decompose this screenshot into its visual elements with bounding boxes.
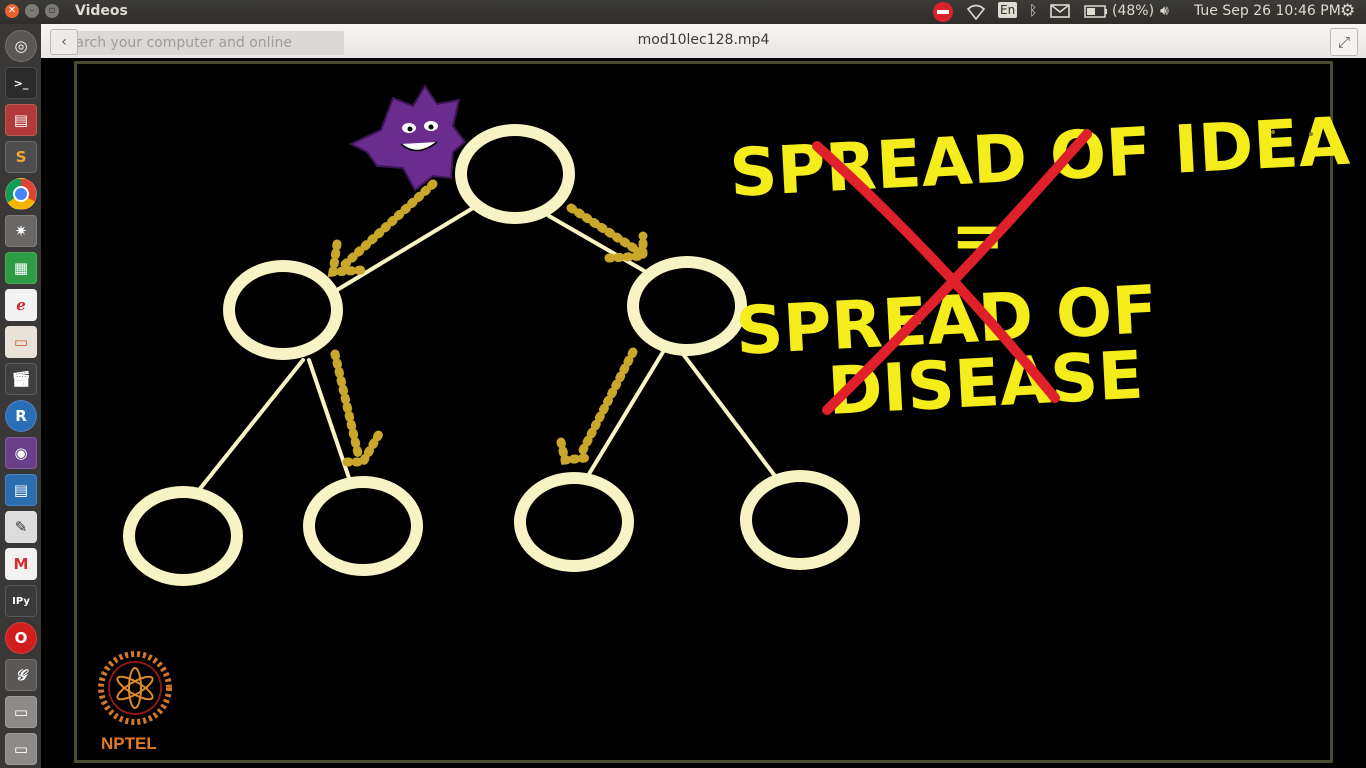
clock[interactable]: Tue Sep 26 10:46 PM bbox=[1194, 3, 1341, 19]
bluetooth-icon[interactable]: ᛒ bbox=[1029, 3, 1038, 19]
dash-home-icon[interactable]: ◎ bbox=[5, 30, 37, 62]
archive-icon[interactable]: ▤ bbox=[5, 104, 37, 136]
chevron-left-icon: ‹ bbox=[61, 34, 67, 50]
document-icon[interactable]: ▤ bbox=[5, 474, 37, 506]
system-settings-gear-icon[interactable]: ⚙ bbox=[1340, 1, 1356, 21]
video-header-bar: Search your computer and online sources … bbox=[41, 24, 1366, 75]
presentation-icon[interactable]: ▭ bbox=[5, 326, 37, 358]
spread-arrows bbox=[327, 179, 648, 467]
drive-icon[interactable]: ▭ bbox=[5, 696, 37, 728]
video-player[interactable]: SPREAD OF IDEA = SPREAD OF DISEASE NPTEL bbox=[41, 58, 1366, 768]
back-button[interactable]: ‹ bbox=[50, 29, 78, 55]
tree-node-left bbox=[223, 260, 343, 360]
terminal-icon[interactable]: >_ bbox=[5, 67, 37, 99]
spreadsheet-icon[interactable]: ▦ bbox=[5, 252, 37, 284]
tree-node-leaf-1 bbox=[123, 486, 243, 586]
tree-nodes bbox=[123, 124, 860, 586]
tree-node-root bbox=[455, 124, 575, 224]
close-window-button[interactable]: ✕ bbox=[5, 4, 19, 18]
opera-icon[interactable]: O bbox=[5, 622, 37, 654]
sublime-text-icon[interactable]: S bbox=[5, 141, 37, 173]
tree-node-right bbox=[627, 256, 747, 356]
lecture-slide: SPREAD OF IDEA = SPREAD OF DISEASE NPTEL bbox=[98, 84, 1352, 753]
gmail-icon[interactable]: M bbox=[5, 548, 37, 580]
nptel-logo-text: NPTEL bbox=[101, 734, 157, 753]
do-not-disturb-icon[interactable] bbox=[933, 2, 953, 22]
search-input[interactable]: Search your computer and online sources bbox=[54, 31, 344, 75]
slide-line-1: SPREAD OF IDEA bbox=[728, 103, 1352, 212]
video-title: mod10lec128.mp4 bbox=[637, 32, 770, 48]
keyboard-layout-label: En bbox=[1000, 3, 1016, 17]
top-panel: ✕ – ▫ Videos En ᛒ (48%) 🔊︎ Tue Sep 26 10… bbox=[0, 0, 1366, 24]
virus-illustration bbox=[348, 84, 467, 192]
keyboard-layout-indicator[interactable]: En bbox=[998, 2, 1018, 18]
red-cross-mark bbox=[812, 129, 1092, 415]
nptel-logo: NPTEL bbox=[98, 651, 172, 753]
fullscreen-button[interactable]: ⤢ bbox=[1330, 28, 1358, 56]
video-editor-icon[interactable]: 🎬︎ bbox=[5, 363, 37, 395]
video-frame bbox=[74, 61, 1333, 763]
chrome-icon[interactable] bbox=[5, 178, 37, 210]
volume-icon[interactable]: 🔊︎ bbox=[1160, 3, 1169, 19]
ipython-icon[interactable]: IPy bbox=[5, 585, 37, 617]
tree-node-leaf-3 bbox=[514, 472, 634, 572]
text-editor-icon[interactable]: ✎ bbox=[5, 511, 37, 543]
mail-icon[interactable] bbox=[1050, 4, 1070, 22]
battery-icon[interactable] bbox=[1084, 5, 1108, 22]
document-viewer-icon[interactable]: ℯ bbox=[5, 289, 37, 321]
gimp-icon[interactable]: 𝒢 bbox=[5, 659, 37, 691]
slide-line-3: DISEASE bbox=[826, 337, 1145, 430]
system-settings-icon[interactable]: ✷ bbox=[5, 215, 37, 247]
maximize-window-button[interactable]: ▫ bbox=[45, 4, 59, 18]
wifi-icon[interactable] bbox=[966, 3, 986, 25]
screen-recorder-icon[interactable]: ◉ bbox=[5, 437, 37, 469]
fullscreen-icon: ⤢ bbox=[1337, 33, 1350, 51]
battery-percentage: (48%) bbox=[1112, 3, 1155, 19]
minimize-window-button[interactable]: – bbox=[25, 4, 39, 18]
app-title: Videos bbox=[75, 3, 128, 19]
unity-launcher: ◎ >_ ▤ S ✷ ▦ ℯ ▭ 🎬︎ R ◉ ▤ ✎ M IPy O 𝒢 ▭ … bbox=[0, 24, 42, 768]
tree-node-leaf-2 bbox=[303, 476, 423, 576]
r-icon[interactable]: R bbox=[5, 400, 37, 432]
tree-edges bbox=[197, 206, 777, 492]
drive-icon[interactable]: ▭ bbox=[5, 733, 37, 765]
tree-node-leaf-4 bbox=[740, 470, 860, 570]
